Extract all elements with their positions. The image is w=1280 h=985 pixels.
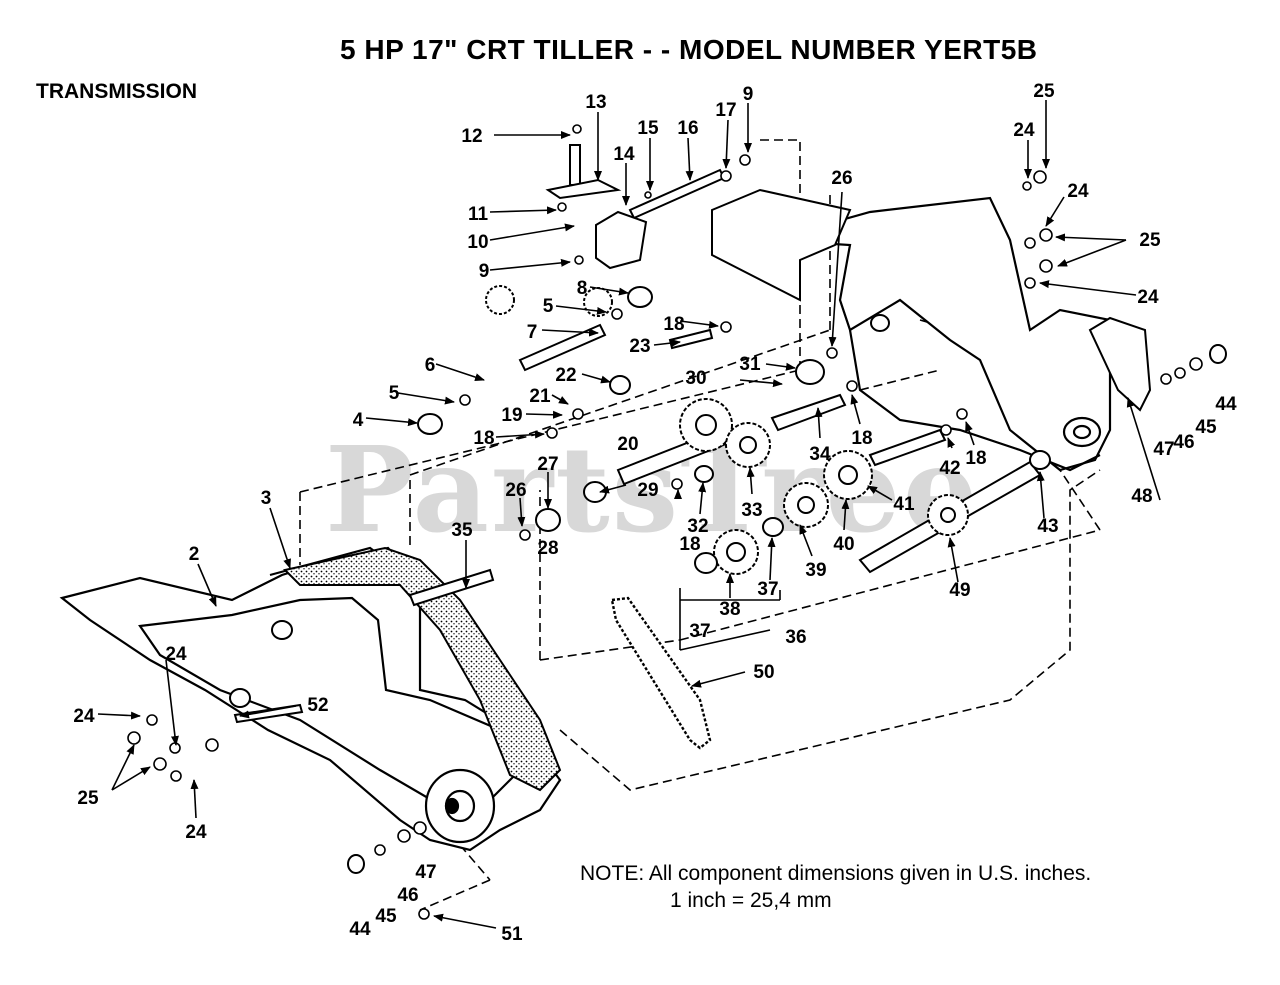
page-title: 5 HP 17" CRT TILLER - - MODEL NUMBER YER… (340, 34, 1038, 65)
callout-36: 36 (785, 627, 806, 648)
callout-4: 4 (353, 410, 364, 431)
callout-20: 20 (617, 434, 638, 455)
callout-15: 15 (637, 118, 659, 139)
callout-22: 22 (555, 365, 576, 386)
callout-44: 44 (349, 919, 371, 940)
callout-25: 25 (1139, 230, 1161, 251)
callout-31: 31 (739, 354, 761, 375)
callout-30: 30 (685, 368, 706, 389)
callout-25: 25 (1033, 81, 1055, 102)
callout-16: 16 (677, 118, 698, 139)
callout-18: 18 (663, 314, 684, 335)
callout-24: 24 (1137, 287, 1159, 308)
note-line-2: 1 inch = 25,4 mm (670, 889, 832, 912)
shield-block (711, 188, 852, 302)
callout-9: 9 (479, 261, 490, 282)
callout-24: 24 (73, 706, 95, 727)
chain (610, 596, 712, 750)
callout-17: 17 (715, 100, 736, 121)
callout-52: 52 (307, 695, 328, 716)
callout-26: 26 (831, 168, 852, 189)
callout-3: 3 (261, 488, 272, 509)
bushings (229, 286, 1227, 874)
bracket-lines (679, 588, 781, 651)
callout-18: 18 (965, 448, 986, 469)
callout-24: 24 (1013, 120, 1035, 141)
callout-39: 39 (805, 560, 826, 581)
callout-50: 50 (753, 662, 774, 683)
callout-45: 45 (375, 906, 397, 927)
callout-40: 40 (833, 534, 854, 555)
callout-18: 18 (473, 428, 494, 449)
callout-51: 51 (501, 924, 523, 945)
callout-48: 48 (1131, 486, 1152, 507)
section-label: TRANSMISSION (36, 80, 198, 103)
callout-5: 5 (389, 383, 400, 404)
callout-5: 5 (543, 296, 554, 317)
dimension-note: NOTE: All component dimensions given in … (580, 860, 1091, 914)
callout-46: 46 (397, 885, 418, 906)
callout-21: 21 (529, 386, 551, 407)
callout-43: 43 (1037, 516, 1058, 537)
callout-2: 2 (189, 544, 200, 565)
callout-47: 47 (1153, 439, 1174, 460)
leader-lines (97, 100, 1161, 929)
callout-29: 29 (637, 480, 658, 501)
right-housing (769, 196, 1112, 472)
sprockets (485, 285, 969, 575)
callout-41: 41 (893, 494, 915, 515)
callout-34: 34 (809, 444, 831, 465)
callout-24: 24 (165, 644, 187, 665)
callout-45: 45 (1195, 417, 1217, 438)
callout-18: 18 (851, 428, 872, 449)
callout-8: 8 (577, 278, 588, 299)
callout-23: 23 (629, 336, 650, 357)
callout-42: 42 (939, 458, 960, 479)
note-line-1: NOTE: All component dimensions given in … (580, 862, 1092, 885)
callout-44: 44 (1215, 394, 1237, 415)
callout-10: 10 (467, 232, 488, 253)
callout-13: 13 (585, 92, 606, 113)
callout-37: 37 (757, 579, 778, 600)
callout-14: 14 (613, 144, 635, 165)
callout-19: 19 (501, 405, 522, 426)
callout-33: 33 (741, 500, 762, 521)
callout-6: 6 (425, 355, 436, 376)
callout-7: 7 (527, 322, 538, 343)
callout-46: 46 (1173, 432, 1194, 453)
callout-12: 12 (461, 126, 482, 147)
callout-27: 27 (537, 454, 558, 475)
rear-shield (1088, 316, 1152, 412)
fasteners (127, 124, 1203, 920)
callout-9: 9 (743, 84, 754, 105)
callout-35: 35 (451, 520, 473, 541)
callout-38: 38 (719, 599, 740, 620)
callout-49: 49 (949, 580, 970, 601)
callout-47: 47 (415, 862, 436, 883)
callout-24: 24 (1067, 181, 1089, 202)
callout-25: 25 (77, 788, 99, 809)
shift-bracket (545, 144, 648, 270)
callout-37: 37 (689, 621, 710, 642)
callout-32: 32 (687, 516, 708, 537)
left-pulley (424, 768, 496, 844)
callout-11: 11 (468, 204, 489, 225)
callout-26: 26 (505, 480, 526, 501)
callout-28: 28 (537, 538, 558, 559)
callout-24: 24 (185, 822, 207, 843)
callout-18: 18 (679, 534, 700, 555)
